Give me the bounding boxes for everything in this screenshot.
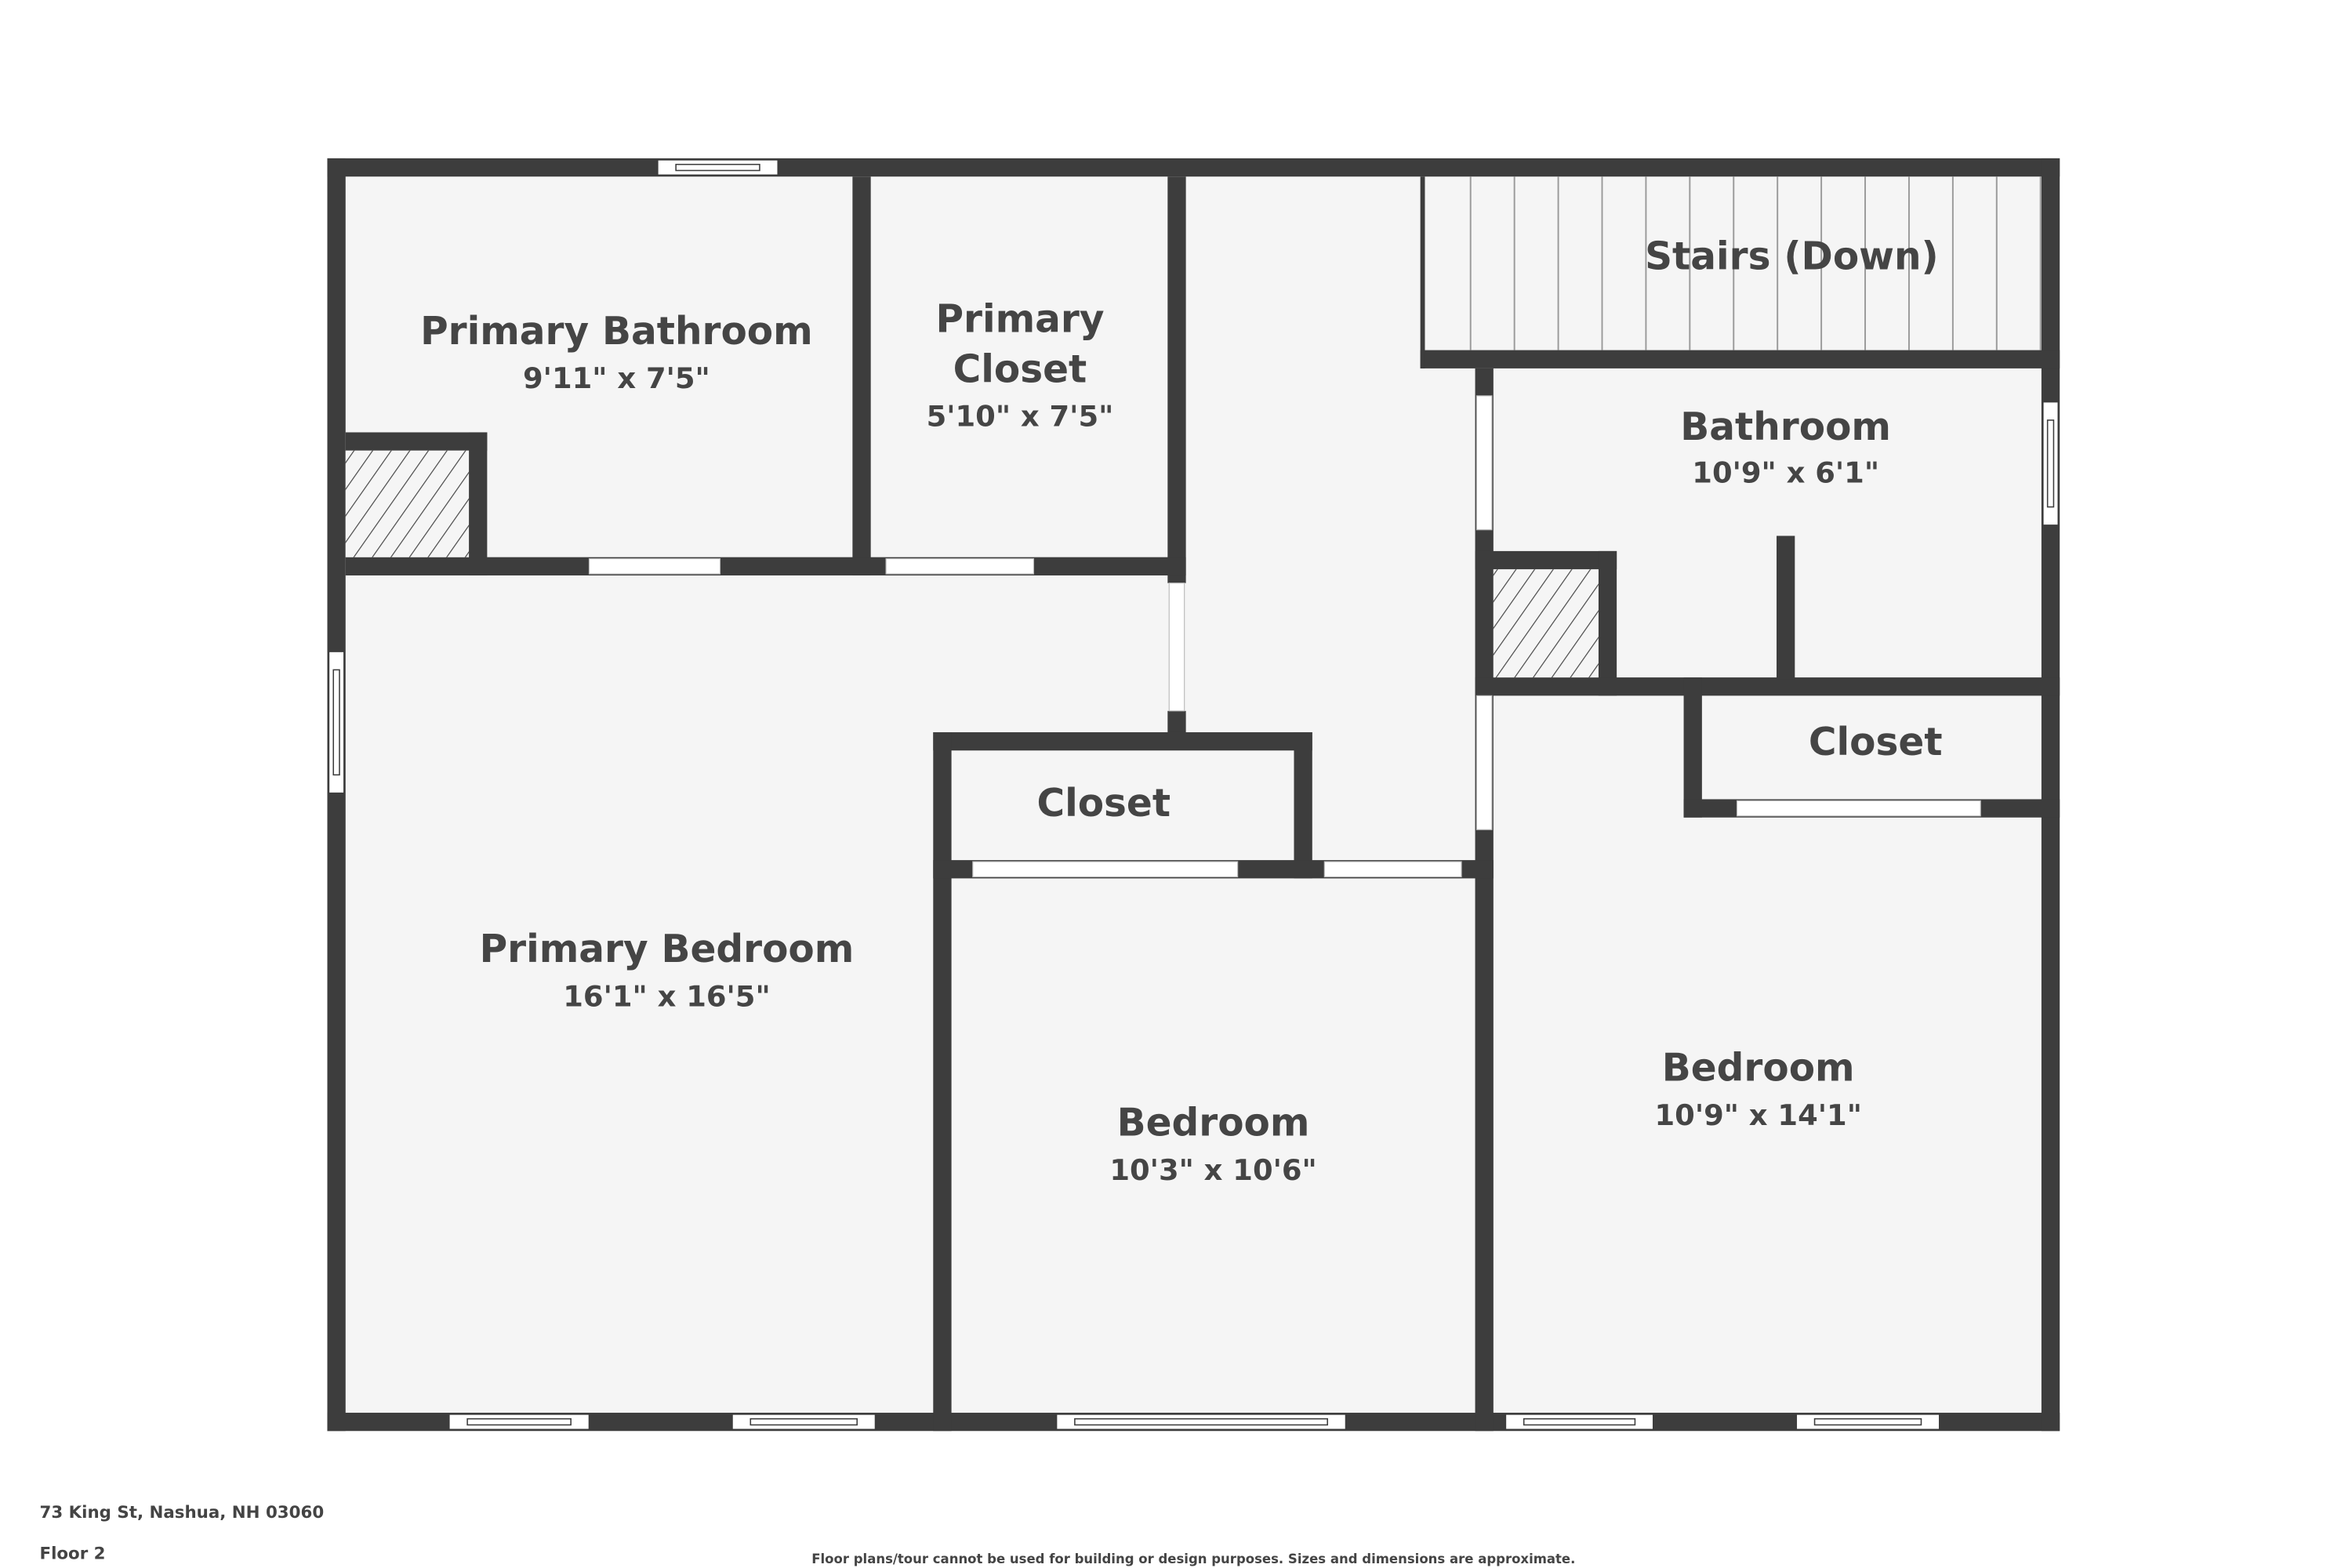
window-icon [1504, 1414, 1654, 1431]
room-name-primary-bathroom: Primary Bathroom [420, 310, 813, 354]
address: 73 King St, Nashua, NH 03060 [39, 1503, 324, 1523]
window-icon [2042, 401, 2060, 526]
window-icon [328, 651, 345, 794]
room-name-bedroom-middle: Bedroom [1117, 1102, 1310, 1145]
disclaimer: Floor plans/tour cannot be used for buil… [811, 1552, 1575, 1566]
windows [328, 159, 2060, 1431]
room-dims-primary-bedroom: 16'1" x 16'5" [563, 979, 770, 1013]
room-dims-bedroom-right: 10'9" x 14'1" [1655, 1098, 1862, 1132]
window-icon [448, 1414, 590, 1431]
door-openings [588, 395, 1981, 878]
floor-area [327, 158, 2060, 1432]
window-icon [731, 1414, 877, 1431]
room-dims-bedroom-middle: 10'3" x 10'6" [1109, 1153, 1316, 1187]
room-dims-primary-closet: 5'10" x 7'5" [927, 400, 1114, 434]
room-name-primary-closet-line2: Closet [953, 347, 1087, 391]
room-name-closet-right: Closet [1809, 720, 1943, 764]
window-icon [1795, 1414, 1940, 1431]
room-dims-primary-bathroom: 9'11" x 7'5" [523, 361, 710, 395]
window-icon [1055, 1414, 1347, 1431]
room-name-primary-bedroom: Primary Bedroom [480, 927, 855, 971]
room-name-bedroom-right: Bedroom [1662, 1047, 1855, 1091]
window-icon [657, 159, 779, 176]
room-dims-bathroom: 10'9" x 6'1" [1692, 456, 1879, 490]
room-name-primary-closet-line1: Primary [935, 297, 1104, 341]
room-name-bathroom: Bathroom [1680, 405, 1891, 449]
room-name-stairs: Stairs (Down) [1645, 235, 1939, 279]
chase-hatch [345, 450, 470, 557]
room-name-closet-middle: Closet [1036, 782, 1171, 826]
floor-label: Floor 2 [39, 1544, 105, 1563]
chase-hatch [1493, 569, 1599, 678]
stair-treads [1469, 176, 2042, 350]
